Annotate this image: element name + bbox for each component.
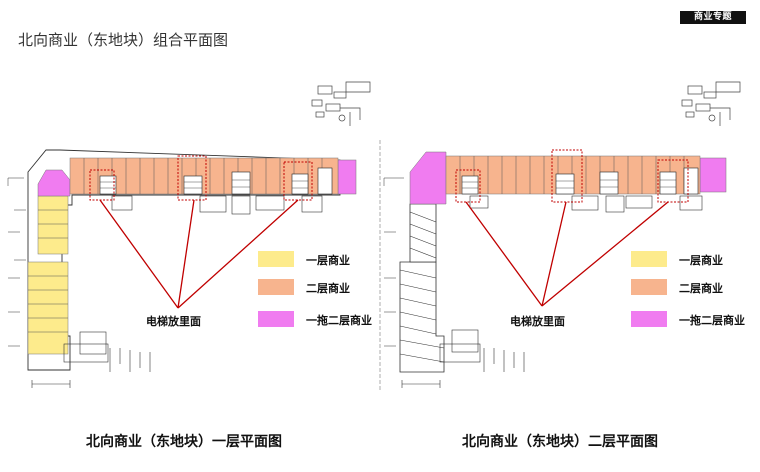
callout-elevator-inside-1f: 电梯放里面 — [146, 315, 201, 328]
elevator-frame-2f-1 — [455, 169, 481, 203]
page-title: 北向商业（东地块）组合平面图 — [18, 31, 229, 49]
building-outline-1f — [27, 149, 341, 371]
elevator-frame-3 — [283, 161, 313, 201]
elevator-frame-2f-2 — [551, 149, 583, 203]
legend-label: 一层商业 — [306, 254, 350, 267]
legend-label: 二层商业 — [306, 282, 350, 295]
legend-swatch-orange — [631, 279, 667, 295]
zone-drag-two-floor-west-2f — [409, 151, 447, 205]
zone-drag-two-floor-east — [337, 159, 357, 195]
callout-elevator-inside-2f: 电梯放里面 — [510, 315, 565, 328]
elevator-frame-1 — [89, 169, 115, 201]
zone-drag-two-floor-west — [37, 169, 71, 197]
elevator-frame-2 — [177, 155, 207, 201]
plan-first-floor — [7, 149, 357, 388]
legend-swatch-pink — [631, 311, 667, 327]
plan-second-floor — [383, 149, 727, 388]
key-plan-thumbnail-right — [681, 81, 741, 126]
legend-label: 二层商业 — [679, 282, 723, 295]
legend-label: 一拖二层商业 — [679, 314, 745, 327]
legend-swatch-pink — [258, 311, 294, 327]
zone-first-floor-retail-lower — [27, 261, 69, 355]
legend-label: 一拖二层商业 — [306, 314, 372, 327]
key-plan-thumbnail-left — [311, 81, 371, 126]
zone-drag-two-floor-east-2f — [699, 157, 727, 193]
legend-swatch-yellow — [258, 251, 294, 267]
header-tag: 商业专题 — [680, 11, 746, 24]
legend-swatch-yellow — [631, 251, 667, 267]
caption-first-floor-plan: 北向商业（东地块）一层平面图 — [86, 434, 282, 450]
legend-label: 一层商业 — [679, 254, 723, 267]
legend-swatch-orange — [258, 279, 294, 295]
caption-second-floor-plan: 北向商业（东地块）二层平面图 — [462, 434, 658, 450]
zone-first-floor-retail-upper — [37, 195, 69, 255]
elevator-frame-2f-3 — [657, 159, 689, 203]
